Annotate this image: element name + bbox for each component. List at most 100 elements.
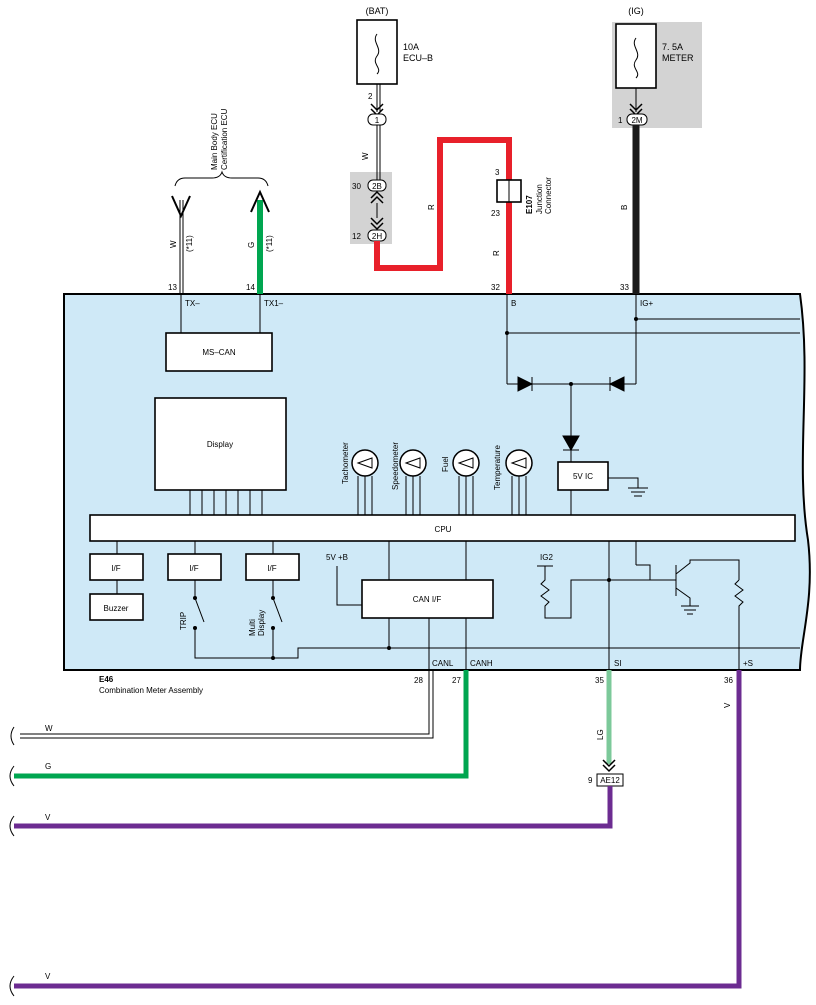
display-label: Display <box>207 440 233 449</box>
connector-1-label: 1 <box>375 116 380 125</box>
multi-label: Multi <box>248 619 257 636</box>
wire-color-w: W <box>45 724 53 733</box>
main-body-ecu-label: Main Body ECU <box>210 113 219 170</box>
fuse-ecu-b-rating: 10A <box>403 42 419 52</box>
certification-ecu-label: Certification ECU <box>220 108 229 170</box>
junction-label-1: Junction <box>535 184 544 214</box>
fuse-meter-rating: 7. 5A <box>662 42 683 52</box>
connector-arrow-icon <box>370 190 384 204</box>
arrow-up-icon <box>250 189 270 213</box>
ecu-bracket <box>174 170 269 187</box>
fuse-icon <box>374 33 380 75</box>
terminal-si: SI <box>614 659 622 668</box>
purple-wire <box>14 670 742 989</box>
if-label: I/F <box>267 564 276 573</box>
connector-arrow-icon <box>602 759 616 773</box>
terminal-canl: CANL <box>432 659 454 668</box>
speedometer-gauge <box>399 449 427 515</box>
wire-color-v: V <box>45 813 51 822</box>
pin-32: 32 <box>491 283 500 292</box>
wire-color-lg: LG <box>596 729 605 740</box>
pin-12: 12 <box>352 232 361 241</box>
pin-36: 36 <box>724 676 733 685</box>
fuse-ecu-b <box>356 19 398 85</box>
junction-id: E107 <box>525 195 534 214</box>
junction-pin-bottom: 23 <box>491 209 500 218</box>
terminal-ig: IG+ <box>640 299 653 308</box>
can-if-label: CAN I/F <box>413 595 442 604</box>
temperature-label: Temperature <box>493 445 502 490</box>
wire-color-w: W <box>169 240 178 248</box>
wire-break-icon <box>10 726 15 746</box>
fuel-label: Fuel <box>441 456 450 472</box>
5v-b-label: 5V +B <box>326 553 348 562</box>
w-wire <box>20 670 430 735</box>
diode-icon <box>562 435 580 452</box>
pin-35: 35 <box>595 676 604 685</box>
pin-1: 1 <box>618 116 623 125</box>
diode-icon <box>608 376 625 392</box>
diode-icon <box>517 376 534 392</box>
junction-label-2: Connector <box>544 177 553 214</box>
wire-break-icon <box>9 975 15 997</box>
resistor-icon <box>537 565 609 619</box>
terminal-s: +S <box>743 659 753 668</box>
display-label-sw: Display <box>257 610 266 636</box>
transistor-icon <box>675 559 740 606</box>
wire-color-w: W <box>361 152 370 160</box>
pin-2: 2 <box>368 92 373 101</box>
pin-27: 27 <box>452 676 461 685</box>
fuel-gauge <box>452 449 480 515</box>
wire-color-b: B <box>620 205 629 210</box>
buzzer-block <box>89 593 144 621</box>
green-wire <box>14 670 469 779</box>
pin-13: 13 <box>168 283 177 292</box>
terminal-canh: CANH <box>470 659 493 668</box>
connector-2m-label: 2M <box>631 116 642 125</box>
fuse-meter <box>615 23 657 89</box>
connector-2h-label: 2H <box>372 232 382 241</box>
note-11: (*11) <box>185 235 194 252</box>
assembly-name: Combination Meter Assembly <box>99 686 203 695</box>
ig-label: (IG) <box>628 6 644 16</box>
speedometer-label: Speedometer <box>391 442 400 490</box>
5v-ic-label: 5V IC <box>573 472 593 481</box>
assembly-id: E46 <box>99 675 114 684</box>
ig2-label: IG2 <box>540 553 553 562</box>
wire-color-g: G <box>45 762 51 771</box>
tachometer-gauge <box>351 449 379 515</box>
display-bus <box>189 490 263 515</box>
ms-can-label: MS–CAN <box>202 348 236 357</box>
temperature-gauge <box>505 449 533 515</box>
wire-color-v: V <box>723 702 732 708</box>
5v-ic-block <box>557 461 609 491</box>
wire-color-v: V <box>45 972 51 981</box>
wire-color-r: R <box>492 250 501 256</box>
if-block-2 <box>167 553 222 581</box>
pin-28: 28 <box>414 676 423 685</box>
pin-33: 33 <box>620 283 629 292</box>
fuse-icon <box>633 37 639 79</box>
terminal-tx: TX– <box>185 299 200 308</box>
ground-icon <box>681 605 699 615</box>
wire-color-g: G <box>247 242 256 248</box>
wire-color-r: R <box>427 204 436 210</box>
cpu-label: CPU <box>435 525 452 534</box>
fuse-ecu-b-name: ECU–B <box>403 53 433 63</box>
w-wire <box>20 670 434 739</box>
pin-30: 30 <box>352 182 361 191</box>
buzzer-label: Buzzer <box>104 604 129 613</box>
arrow-down-icon <box>171 195 191 219</box>
terminal-b: B <box>511 299 516 308</box>
can-if-block <box>361 579 494 619</box>
ms-can-block <box>165 332 273 372</box>
bat-label: (BAT) <box>366 6 389 16</box>
fuse-meter-name: METER <box>662 53 694 63</box>
resistor-icon <box>734 579 744 670</box>
trip-label: TRIP <box>179 612 188 630</box>
tachometer-label: Tachometer <box>341 442 350 484</box>
if-label: I/F <box>111 564 120 573</box>
pin-9: 9 <box>588 776 593 785</box>
terminal-tx1: TX1– <box>264 299 284 308</box>
